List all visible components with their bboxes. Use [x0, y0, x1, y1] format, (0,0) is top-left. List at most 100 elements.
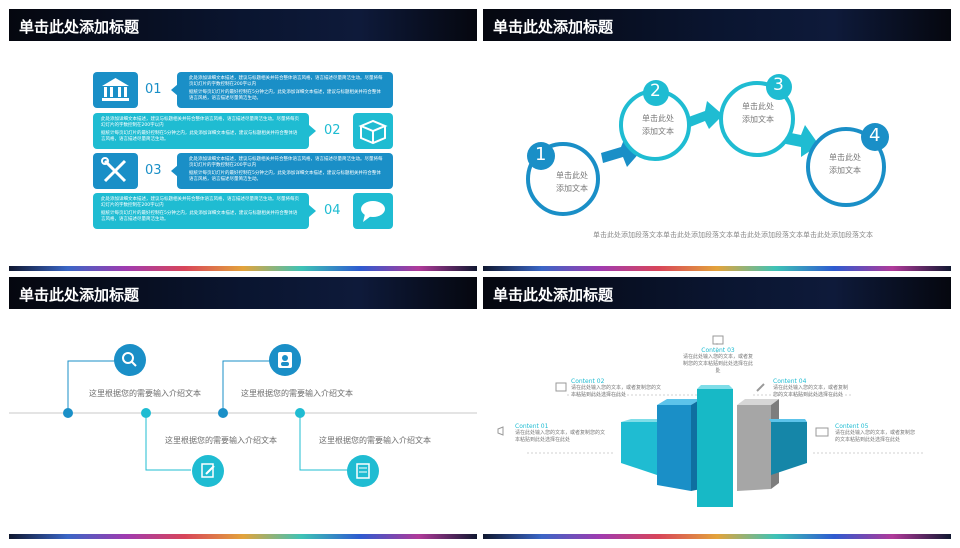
timeline-dot-4 — [295, 408, 305, 418]
step-badge-2 — [643, 80, 669, 106]
timeline-text-3: 这里根据您的需要输入介绍文本 — [241, 389, 353, 398]
row-text-1: 此处添加详细文本描述，建议与标题相关并符合整体语言风格，语言描述尽量简洁生动。尽… — [101, 117, 299, 128]
row-number: 02 — [324, 123, 341, 138]
icon-box — [353, 193, 393, 229]
content-text: 请在此处输入您的文本，或者复制您的文本粘贴到此处选择在此处 — [835, 430, 916, 443]
timeline-diagram — [9, 344, 477, 487]
content-text: 请在此处输入您的文本，或者复制您的文本粘贴到此处选择在此处 — [773, 385, 849, 398]
arrow-2-3 — [683, 101, 723, 129]
row-number: 01 — [145, 82, 162, 97]
step-badge-4 — [861, 123, 889, 151]
row-text-1: 此处添加详细文本描述，建议与标题相关并符合整体语言风格，语言描述尽量简洁生动。尽… — [101, 197, 299, 208]
step-circle-4 — [806, 127, 886, 207]
checklist-icon — [356, 463, 370, 479]
edit-icon — [201, 463, 215, 478]
timeline-dot-3 — [218, 408, 228, 418]
slide-2[interactable]: 单击此处添加标题 1 2 3 4 单击此处 添加文本 单击此处 添加文本 单击此… — [483, 9, 951, 271]
slide-3[interactable]: 单击此处添加标题 — [9, 277, 477, 539]
content-title: Content 04 — [773, 378, 807, 385]
row-text-box: 此处添加详细文本描述，建议与标题相关并符合整体语言风格，语言描述尽量简洁生动。尽… — [177, 72, 393, 108]
list-row-3: 03 此处添加详细文本描述，建议与标题相关并符合整体语言风格，语言描述尽量简洁生… — [93, 153, 393, 189]
step-number-4: 4 — [869, 125, 881, 146]
step-circle-3 — [719, 81, 795, 157]
row-text-box: 此处添加详细文本描述，建议与标题相关并符合整体语言风格，语言描述尽量简洁生动。尽… — [93, 113, 309, 149]
content-title: Content 03 — [701, 347, 735, 354]
step-label-line: 单击此处 — [742, 102, 774, 111]
content-title: Content 05 — [835, 423, 869, 430]
row-text-2: 据统计每页幻灯片的最好控制在5分钟之内，此处添加详细文本描述，建议与标题相关并符… — [189, 90, 381, 101]
store-icon — [712, 335, 724, 345]
step-label-line: 添加文本 — [829, 166, 861, 175]
step-label-line: 添加文本 — [742, 115, 774, 124]
step-label-4: 单击此处 添加文本 — [820, 151, 870, 177]
row-text-2: 据统计每页幻灯片的最好控制在5分钟之内，此处添加详细文本描述，建议与标题相关并符… — [101, 211, 298, 222]
list-row-1: 01 此处添加详细文本描述，建议与标题相关并符合整体语言风格，语言描述尽量简洁生… — [93, 72, 393, 108]
timeline-dot-2 — [141, 408, 151, 418]
icon-circle-4 — [347, 455, 379, 487]
step-label-line: 添加文本 — [642, 127, 674, 136]
timeline-text-4: 这里根据您的需要输入介绍文本 — [319, 436, 431, 445]
row-number: 04 — [324, 203, 341, 218]
row-text-1: 此处添加详细文本描述，建议与标题相关并符合整体语言风格，语言描述尽量简洁生动。尽… — [189, 76, 383, 87]
content-item-5: Content 05 请在此处输入您的文本，或者复制您的文本粘贴到此处选择在此处 — [815, 423, 917, 444]
user-icon — [278, 352, 292, 368]
content-title: Content 02 — [571, 378, 605, 385]
slide-header: 单击此处添加标题 — [483, 277, 951, 309]
slide-footer-strip — [9, 266, 477, 271]
list-row-4: 此处添加详细文本描述，建议与标题相关并符合整体语言风格，语言描述尽量简洁生动。尽… — [93, 193, 393, 229]
row-text-2: 据统计每页幻灯片的最好控制在5分钟之内，此处添加详细文本描述，建议与标题相关并符… — [101, 131, 298, 142]
timeline-text-1: 这里根据您的需要输入介绍文本 — [89, 389, 201, 398]
content-text: 请在此处输入您的文本，或者复制您的文本粘贴到此处选择在此处 — [682, 354, 753, 374]
paragraph-caption: 单击此处添加段落文本单击此处添加段落文本单击此处添加段落文本单击此处添加段落文本 — [593, 231, 873, 239]
row-pointer — [309, 205, 316, 217]
row-text-box: 此处添加详细文本描述，建议与标题相关并符合整体语言风格，语言描述尽量简洁生动。尽… — [93, 193, 309, 229]
step-number-3: 3 — [773, 75, 784, 95]
slide-footer-strip — [9, 534, 477, 539]
step-label-1: 单击此处 添加文本 — [547, 169, 597, 195]
slide-1[interactable]: 单击此处添加标题 01 此处添加详细文本描述，建议与标题相关并符合整体语言风格，… — [9, 9, 477, 271]
box-icon — [358, 119, 388, 145]
icon-box — [353, 113, 393, 149]
slide-footer-strip — [483, 266, 951, 271]
process-diagram — [526, 74, 889, 216]
timeline-text-2: 这里根据您的需要输入介绍文本 — [165, 436, 277, 445]
step-label-2: 单击此处 添加文本 — [633, 112, 683, 138]
content-item-3: Content 03 请在此处输入您的文本，或者复制您的文本粘贴到此处选择在此处 — [681, 335, 755, 375]
row-text-2: 据统计每页幻灯片的最好控制在5分钟之内，此处添加详细文本描述，建议与标题相关并符… — [189, 171, 381, 182]
search-icon — [122, 352, 137, 367]
row-number: 03 — [145, 163, 162, 178]
money-icon — [815, 427, 829, 437]
list-row-2: 此处添加详细文本描述，建议与标题相关并符合整体语言风格，语言描述尽量简洁生动。尽… — [93, 113, 393, 149]
step-label-3: 单击此处 添加文本 — [733, 100, 783, 126]
row-pointer — [171, 84, 178, 96]
bar-blocks-graphic — [527, 343, 923, 507]
content-item-1: Content 01 请在此处输入您的文本，或者复制您的文本粘贴到此处选择在此处 — [497, 423, 607, 444]
step-label-line: 单击此处 — [556, 171, 588, 180]
slide-footer-strip — [483, 534, 951, 539]
slide-header: 单击此处添加标题 — [9, 9, 477, 41]
row-pointer — [309, 125, 316, 137]
slide-header: 单击此处添加标题 — [483, 9, 951, 41]
step-label-line: 添加文本 — [556, 184, 588, 193]
slide-title: 单击此处添加标题 — [19, 286, 140, 304]
slide-title: 单击此处添加标题 — [493, 286, 614, 304]
content-item-2: Content 02 请在此处输入您的文本，或者复制您的文本粘贴到此处选择在此处 — [555, 378, 662, 399]
content-item-4: Content 04 请在此处输入您的文本，或者复制您的文本粘贴到此处选择在此处 — [756, 378, 851, 399]
bank-icon — [102, 78, 129, 101]
content-text: 请在此处输入您的文本，或者复制您的文本粘贴到此处选择在此处 — [571, 385, 662, 398]
chart-icon — [555, 382, 567, 392]
step-label-line: 单击此处 — [829, 153, 861, 162]
icon-circle-1 — [114, 344, 146, 376]
icon-box — [93, 153, 138, 189]
slide-header: 单击此处添加标题 — [9, 277, 477, 309]
slide-title: 单击此处添加标题 — [19, 18, 140, 36]
row-pointer — [171, 165, 178, 177]
row-text-1: 此处添加详细文本描述，建议与标题相关并符合整体语言风格，语言描述尽量简洁生动。尽… — [189, 157, 383, 168]
step-badge-3 — [766, 74, 792, 100]
slide-4[interactable]: 单击此处添加标题 Content 01 请在此处输入您的文本，或者复制您的 — [483, 277, 951, 539]
step-number-1: 1 — [535, 144, 547, 165]
step-badge-1 — [527, 142, 555, 170]
step-label-line: 单击此处 — [642, 114, 674, 123]
content-text: 请在此处输入您的文本，或者复制您的文本粘贴到此处选择在此处 — [515, 430, 606, 443]
chat-icon — [361, 201, 385, 222]
